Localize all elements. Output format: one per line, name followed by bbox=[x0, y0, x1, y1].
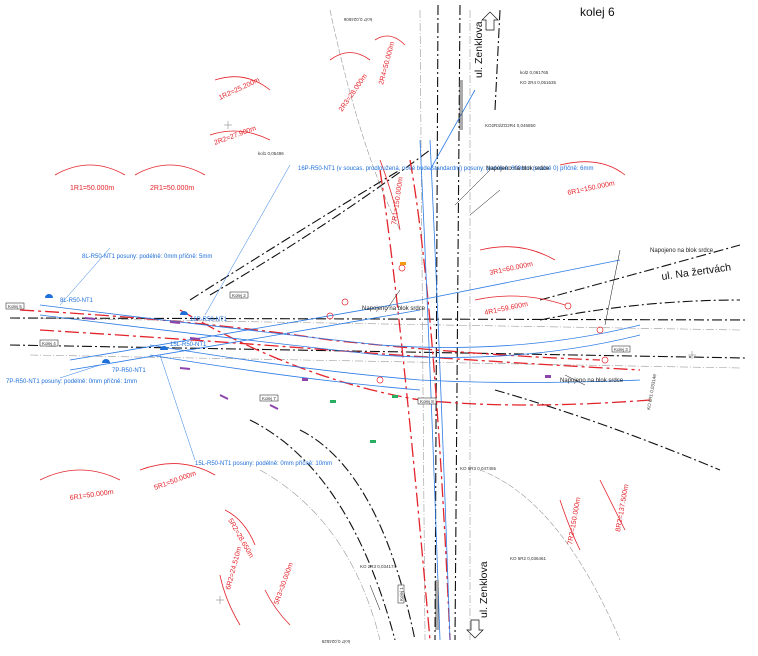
black-note: Napojeno na blok srdce bbox=[650, 248, 714, 254]
km-label: kol7 0,024506 bbox=[343, 17, 372, 22]
kolej-tag: Kolej 4 bbox=[42, 341, 56, 346]
switch-label: 8L-R50-NT1 bbox=[60, 298, 94, 304]
street-na-zertvach: ul. Na žertvách bbox=[661, 261, 732, 283]
blue-note: 16P-R50-NT1 (v soucas. prodloužená, nové… bbox=[298, 166, 594, 172]
switch-markers bbox=[84, 317, 279, 410]
radius-label: 7R2=150.000m bbox=[567, 497, 582, 546]
blue-note: 7P-R50-NT1 posuny: podélně: 0mm příčně: … bbox=[6, 379, 137, 385]
main-tracks-black bbox=[9, 4, 746, 641]
blue-turnout-lines bbox=[39, 89, 641, 641]
radius-label: 1R2=25.200m bbox=[218, 77, 261, 102]
kolej-tag: Kolej 8 bbox=[420, 399, 434, 404]
poles bbox=[435, 80, 463, 630]
km-label: kol1 0,05496 bbox=[258, 151, 284, 156]
drawing-title: kolej 6 bbox=[580, 5, 615, 19]
km-label: KO2R3/ZO2R4 0,046850 bbox=[485, 123, 536, 128]
radius-label: 6R2=24.510m bbox=[225, 546, 243, 591]
radius-label: 3R1=60.000m bbox=[489, 261, 534, 277]
switch-labels: 8L-R50-NT1 16P-R50-NT1 15L-R50-NT1 7P-R5… bbox=[60, 298, 228, 374]
radius-label: 2R2=27.900m bbox=[213, 125, 257, 147]
blue-note: 15L-R50-NT1 posuny: podélně: 0mm příčně:… bbox=[195, 461, 332, 467]
crosshairs bbox=[216, 121, 696, 604]
km-label: KO 2R4 0,051635 bbox=[520, 80, 557, 85]
km-label: KO 6R1 0,033149 bbox=[646, 373, 657, 410]
black-note: Napojeno na blok srdce bbox=[362, 306, 426, 312]
kolej-tag: Kolej 7 bbox=[262, 396, 276, 401]
kolej-tag: Kolej 2 bbox=[232, 293, 246, 298]
blue-notes: 16P-R50-NT1 (v soucas. prodloužená, nové… bbox=[6, 166, 594, 467]
switch-label: 15L-R50-NT1 bbox=[170, 342, 207, 348]
switch-label: 7P-R50-NT1 bbox=[112, 368, 146, 374]
km-label: KO 6R3 0,047455 bbox=[460, 466, 497, 471]
km-label: kol7 0,024529 bbox=[321, 639, 350, 644]
road-outlines bbox=[29, 9, 741, 641]
point-markers bbox=[326, 264, 609, 384]
street-zenklova-top: ul. Zenklova bbox=[473, 21, 485, 78]
blue-note: 8L-R50-NT1 posuny: podélně: 0mm příčně: … bbox=[82, 254, 212, 260]
radius-label: 6R1=150.000m bbox=[567, 180, 616, 197]
radius-label: 5R1=50.000m bbox=[153, 470, 197, 492]
radius-label: 2R3=28.000m bbox=[338, 73, 369, 113]
kolej-tag: Kolej 1 bbox=[399, 587, 404, 601]
radius-label: 1R1=50.000m bbox=[70, 185, 114, 192]
black-note: Napojeno na blok srdce bbox=[560, 378, 624, 384]
radius-label: 8R2=137.500m bbox=[615, 484, 630, 533]
switch-symbols bbox=[45, 294, 188, 363]
radius-arcs bbox=[39, 35, 626, 626]
km-label: KO 2R3 0,034174 bbox=[360, 564, 397, 569]
radius-label: 5R3=30.000m bbox=[273, 562, 295, 606]
leader-lines bbox=[369, 169, 621, 611]
black-note: Napojeno na blok srdce bbox=[486, 166, 550, 172]
radius-label: 2R1=50.000m bbox=[150, 185, 194, 192]
radius-label: 4R1=59.600m bbox=[484, 301, 529, 317]
direction-arrows bbox=[466, 11, 499, 639]
kolej-tags: Kolej 5 Kolej 4 Kolej 2 Kolej 3 Kolej 7 … bbox=[5, 291, 631, 604]
street-zenklova-bottom: ul. Zenklova bbox=[478, 561, 490, 618]
km-label: KO 6R2 0,036461 bbox=[510, 556, 547, 561]
km-labels: kol7 0,024506 kol2 0,061765 KO 2R4 0,051… bbox=[258, 17, 657, 644]
km-label: kol2 0,061765 bbox=[520, 70, 549, 75]
kolej-tag: Kolej 3 bbox=[614, 347, 628, 352]
radius-label: 6R1=50.000m bbox=[69, 489, 114, 502]
small-nodes bbox=[302, 262, 551, 443]
radius-label: 2R4=50.000m bbox=[378, 41, 396, 86]
black-notes: Napojeno na blok srdce Napojeno na blok … bbox=[362, 166, 714, 384]
switch-label: 16P-R50-NT1 bbox=[190, 317, 228, 323]
blue-leaders bbox=[59, 164, 291, 461]
kolej-tag: Kolej 5 bbox=[8, 304, 22, 309]
